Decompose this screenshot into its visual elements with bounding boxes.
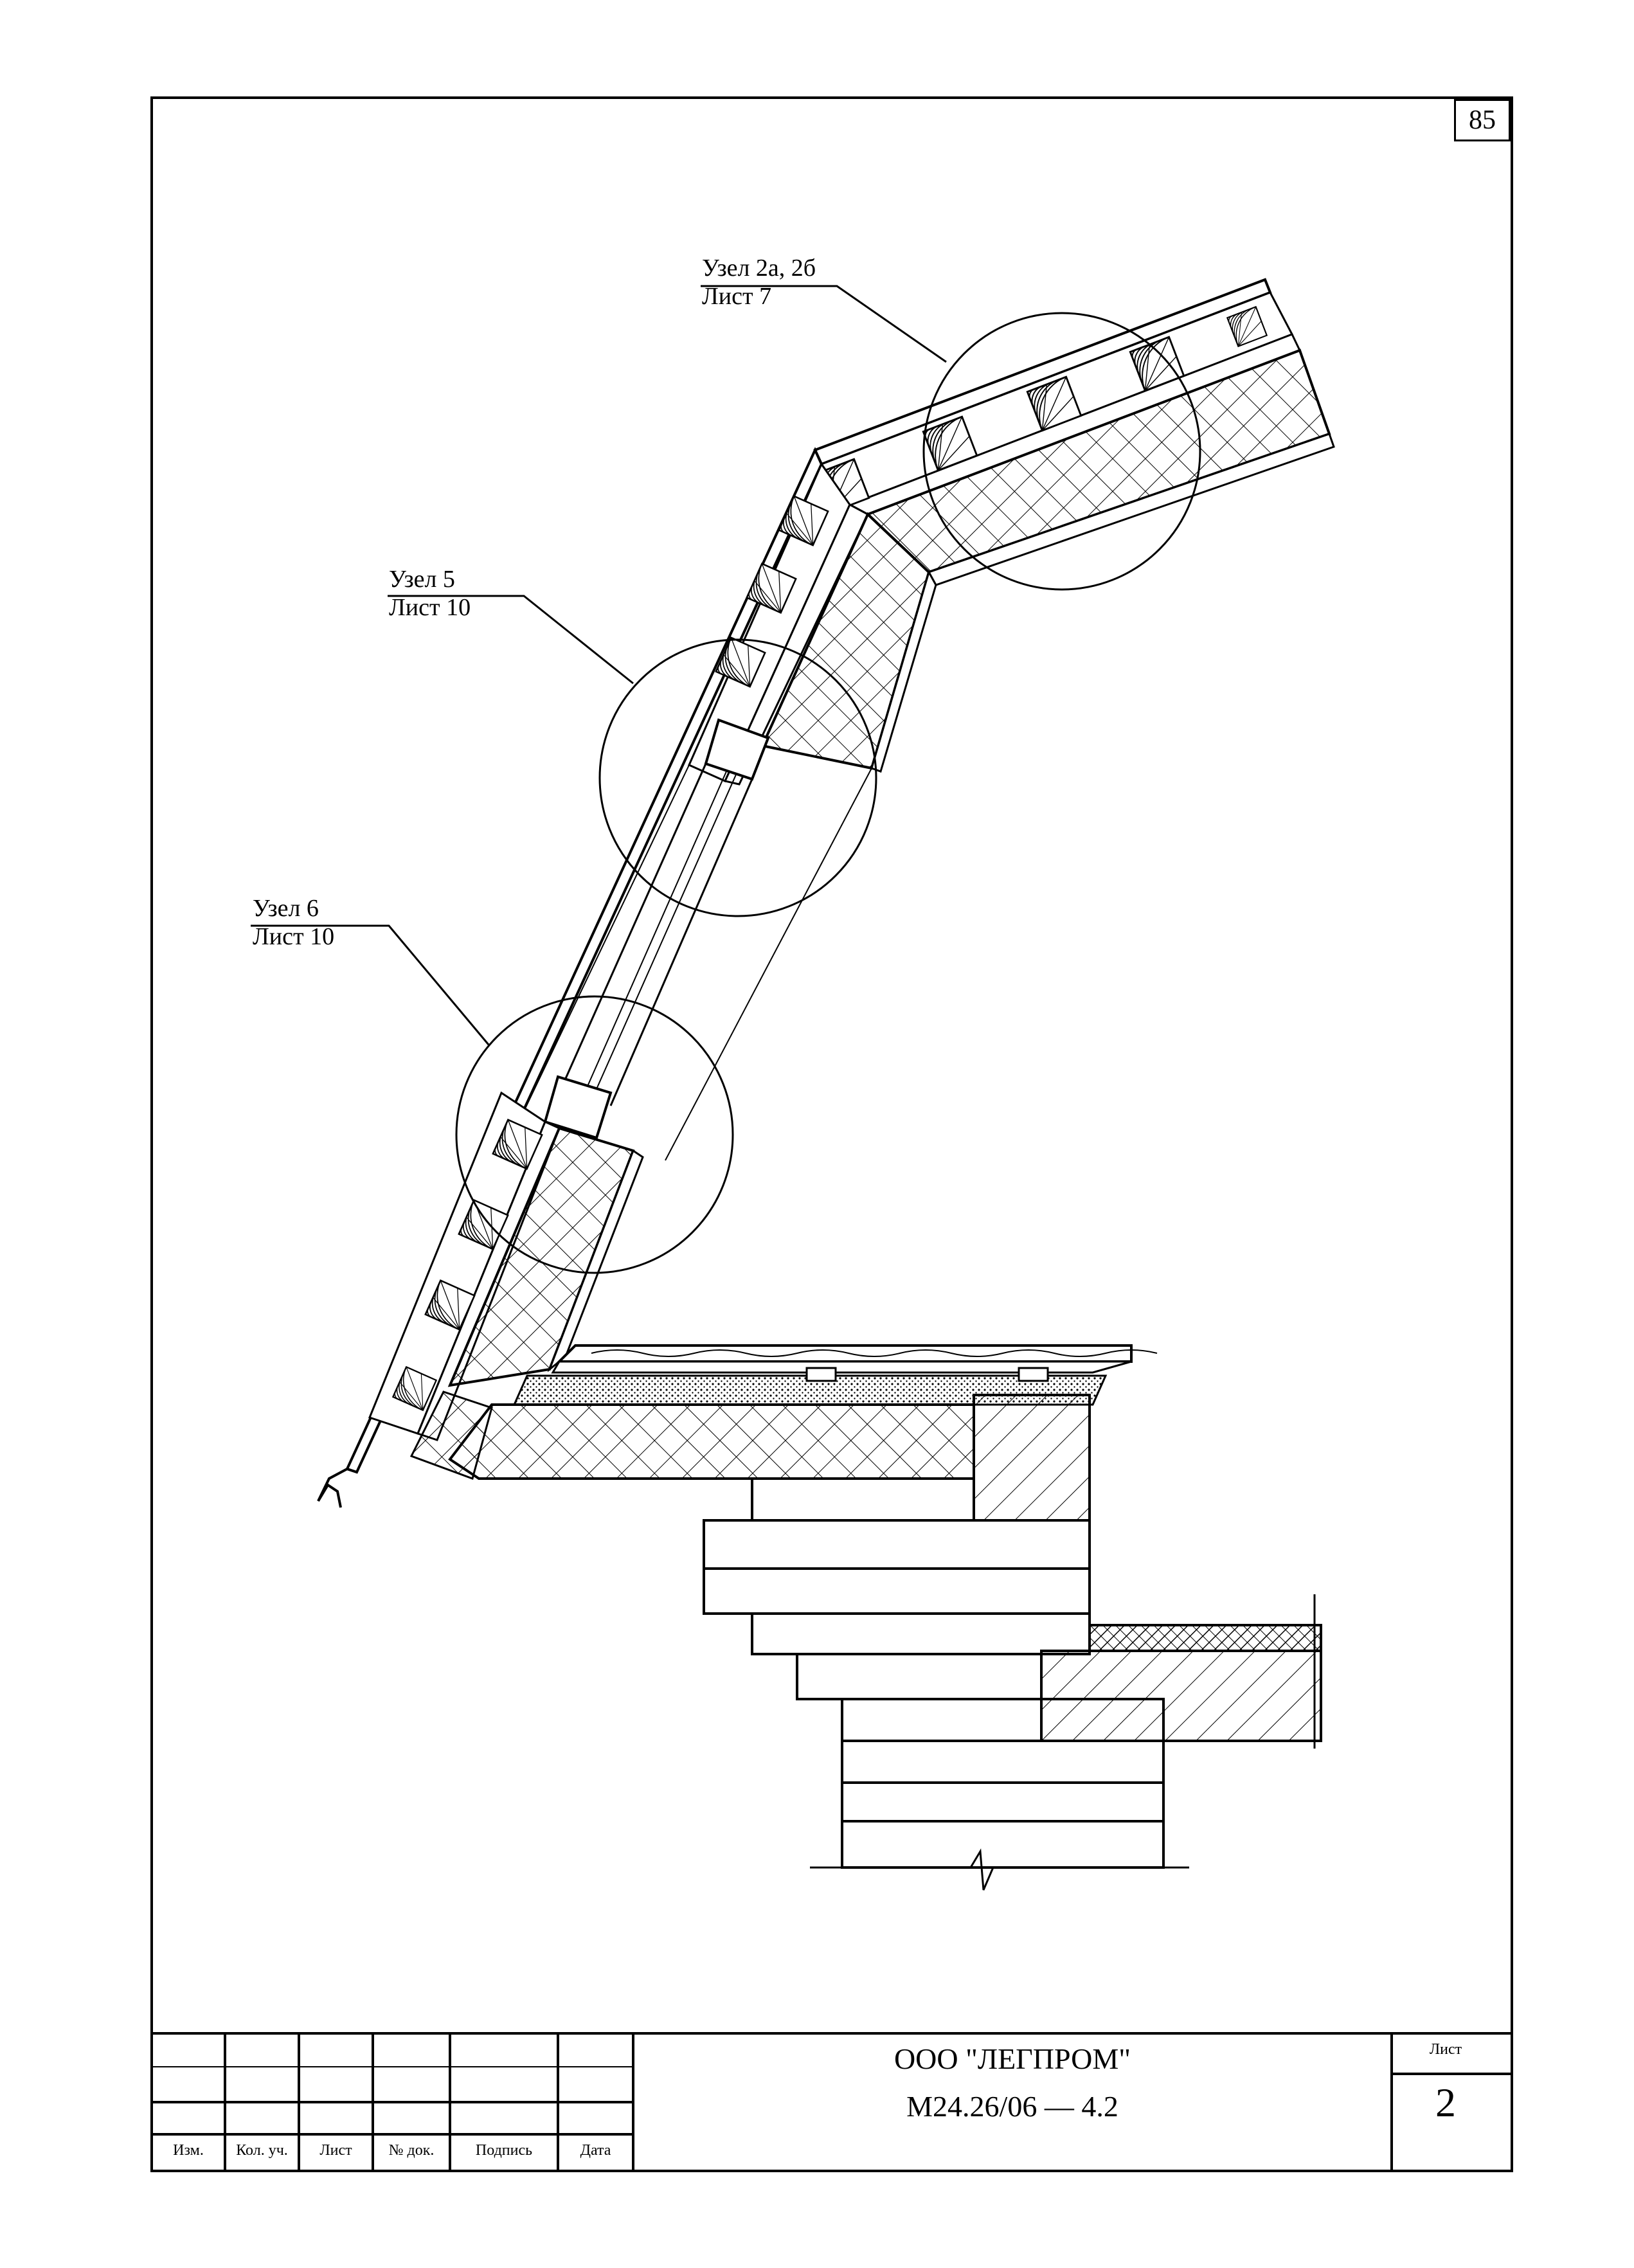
floor-assembly: [448, 1344, 1322, 1891]
leader-node-6: [251, 924, 490, 1045]
callout-circle-node-2: [922, 312, 1201, 591]
callout-circle-node-6: [455, 995, 734, 1274]
page-number: 85: [1454, 99, 1511, 141]
callout-node-5-title: Узел 5: [389, 566, 455, 593]
eaves-drip: [317, 1468, 348, 1508]
callout-node-5-sheet: Лист 10: [389, 594, 471, 621]
title-block-col-doc: № док.: [388, 2142, 435, 2159]
title-block-col-date: Дата: [580, 2142, 611, 2159]
title-block-col-kol-uch: Кол. уч.: [236, 2142, 288, 2159]
title-block-col-signature: Подпись: [475, 2142, 533, 2159]
title-block-col-izm: Изм.: [173, 2142, 204, 2159]
sheet-label: Лист: [1429, 2041, 1462, 2058]
leader-node-5: [388, 595, 634, 685]
callout-node-6-title: Узел 6: [253, 895, 319, 922]
title-block-col-list: Лист: [319, 2142, 352, 2159]
document-number: М24.26/06 — 4.2: [906, 2090, 1118, 2123]
callout-circle-node-5: [598, 638, 877, 917]
company-name: ООО "ЛЕГПРОМ": [893, 2042, 1131, 2075]
leader-node-2: [701, 285, 947, 363]
callout-node-2-title: Узел 2а, 2б: [702, 255, 816, 282]
sheet-number: 2: [1435, 2080, 1456, 2125]
title-block-lines: [152, 2032, 1512, 2171]
callout-node-2-sheet: Лист 7: [702, 283, 772, 310]
callout-node-6-sheet: Лист 10: [253, 923, 335, 950]
sheet-frame: [150, 96, 1513, 2172]
